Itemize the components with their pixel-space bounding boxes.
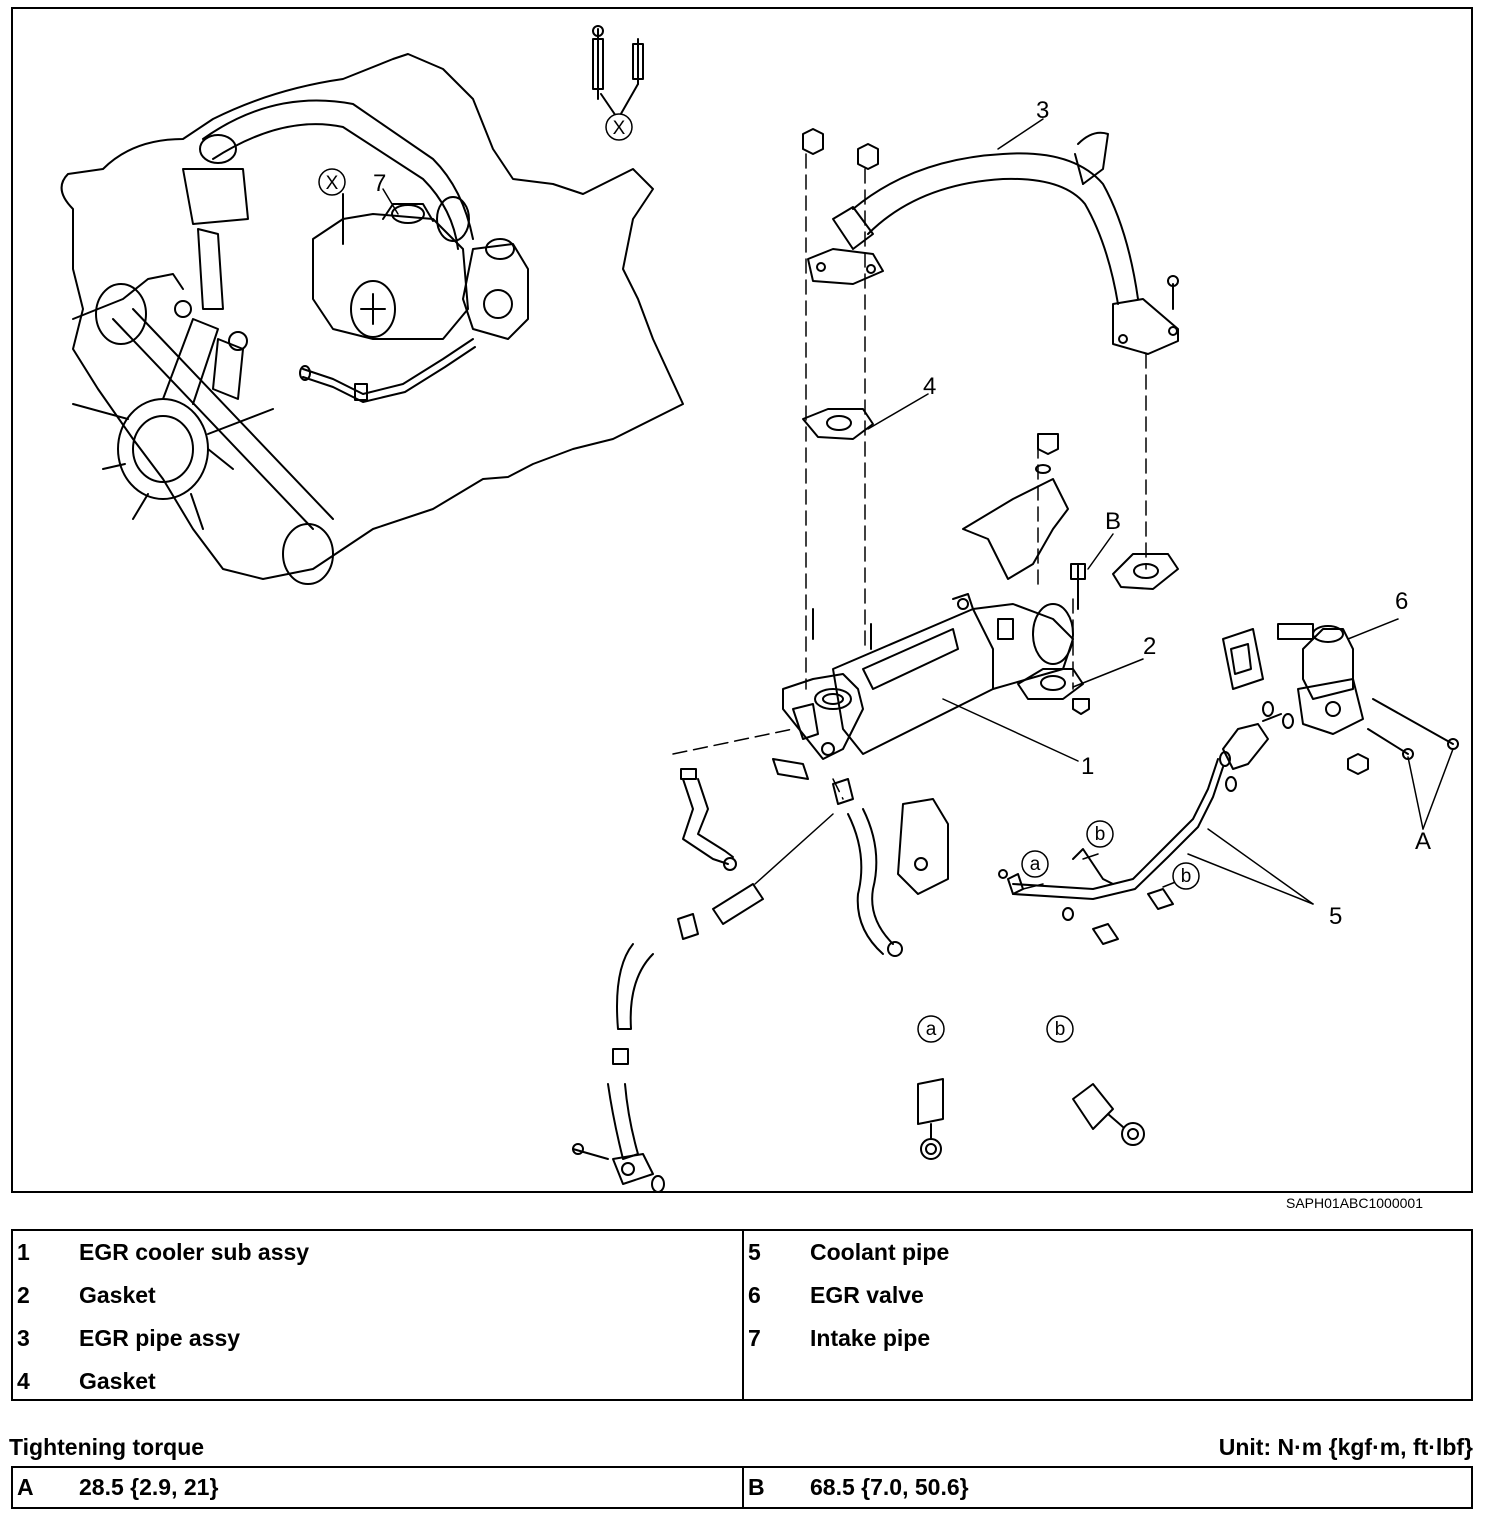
table-row: 2 Gasket [13,1274,742,1317]
coolant-pipe [998,701,1294,945]
callout-5: 5 [1329,903,1342,930]
clamp-details [917,1078,1145,1160]
part-name: Intake pipe [810,1325,931,1351]
marker-b: b [1095,824,1106,845]
marker-b-circle [1046,1015,1074,1043]
callout-2: 2 [1143,633,1156,660]
gasket-4 [802,408,874,440]
marker-b: b [1181,866,1192,887]
torque-key: A [17,1474,34,1500]
figure-id: SAPH01ABC1000001 [1286,1195,1423,1211]
part-number: 3 [17,1325,30,1351]
callout-6: 6 [1395,588,1408,615]
marker-b-circle [1172,862,1200,890]
gasket-2 [1017,668,1084,700]
alignment-guides [672,153,1147,800]
callout-7: 7 [373,170,386,197]
callout-b: B [1105,508,1121,535]
callout-1: 1 [1081,753,1094,780]
diagram-canvas: X X a b b a b 1 2 3 4 5 6 7 A B [60,25,1459,1193]
part-name: EGR valve [810,1282,924,1308]
table-row: 1 EGR cooler sub assy [13,1231,742,1274]
table-row: B 68.5 {7.0, 50.6} [742,1468,1471,1507]
callout-a: A [1415,828,1431,855]
torque-key: B [748,1474,765,1500]
exploded-view-diagram: X X a b b a b 1 2 3 4 5 6 7 A B [11,7,1473,1193]
part-number: 2 [17,1282,30,1308]
part-number: 4 [17,1368,30,1394]
table-row: 7 Intake pipe [744,1317,1471,1360]
table-row: 5 Coolant pipe [744,1231,1471,1274]
torque-table: A 28.5 {2.9, 21} B 68.5 {7.0, 50.6} [11,1466,1473,1509]
torque-value: 68.5 {7.0, 50.6} [810,1474,969,1500]
coolant-hoses [572,758,949,1193]
marker-a-circle [917,1015,945,1043]
marker-a: a [926,1019,937,1040]
table-row: A 28.5 {2.9, 21} [13,1468,742,1507]
part-number: 6 [748,1282,761,1308]
part-number: 7 [748,1325,761,1351]
parts-column-right: 5 Coolant pipe 6 EGR valve 7 Intake pipe [742,1231,1471,1399]
marker-a-circle [1021,850,1049,878]
torque-title: Tightening torque [9,1434,205,1460]
part-name: Gasket [79,1282,156,1308]
engine-assembly [60,53,684,585]
marker-a: a [1030,854,1041,875]
torque-unit: Unit: N·m {kgf·m, ft·lbf} [1218,1434,1473,1460]
part-name: Coolant pipe [810,1239,950,1265]
marker-b: b [1055,1019,1066,1040]
callout-3: 3 [1036,97,1049,124]
part-name: EGR pipe assy [79,1325,241,1351]
marker-x: X [326,173,339,194]
parts-table: 1 EGR cooler sub assy 2 Gasket 3 EGR pip… [11,1229,1473,1401]
heat-shield [962,478,1069,580]
marker-x-circle [605,113,633,141]
part-number: 5 [748,1239,761,1265]
leader-lines [382,118,1454,905]
part-number: 1 [17,1239,30,1265]
egr-cooler-sub-assy [782,593,1074,760]
table-row: 6 EGR valve [744,1274,1471,1317]
marker-x: X [613,118,626,139]
egr-pipe-assy [802,128,1179,355]
part-name: EGR cooler sub assy [79,1239,310,1265]
callout-4: 4 [923,373,936,400]
torque-value: 28.5 {2.9, 21} [79,1474,219,1500]
marker-x-circle [318,168,346,196]
parts-column-left: 1 EGR cooler sub assy 2 Gasket 3 EGR pip… [13,1231,742,1399]
part-name: Gasket [79,1368,156,1394]
marker-b-circle [1086,820,1114,848]
table-row: 4 Gasket [13,1360,742,1403]
gasket-b-area [1112,553,1179,590]
table-row: 3 EGR pipe assy [13,1317,742,1360]
